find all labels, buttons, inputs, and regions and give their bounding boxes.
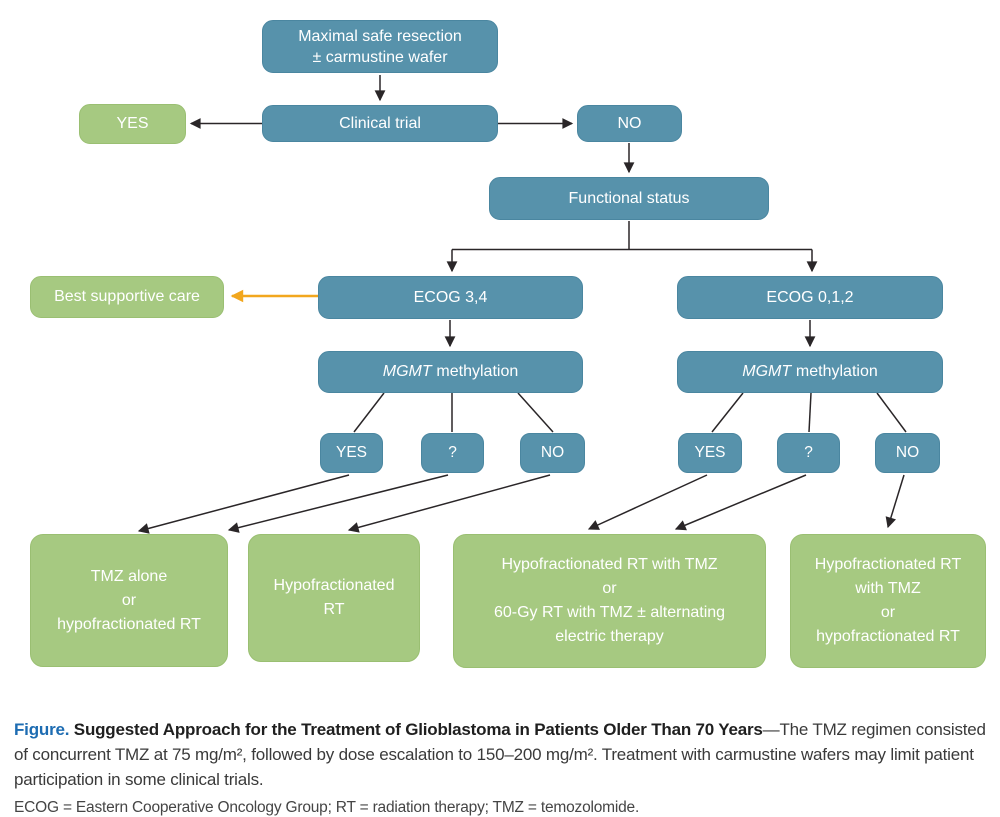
node-outcome-hypofractionated-rt-with-tmz-or-hypofractionated-rt: Hypofractionated RT with TMZ or hypofrac… <box>790 534 986 668</box>
arrow-right-yes-to-hypo-tmz <box>587 474 708 530</box>
node-label: TMZ alone or hypofractionated RT <box>57 567 201 633</box>
node-label: Hypofractionated RT <box>273 577 395 618</box>
node-mgmt-left-no: NO <box>520 433 585 473</box>
node-label: Best supportive care <box>54 288 200 305</box>
arrow-left-no-to-hypo-rt <box>347 474 551 533</box>
arrow-right-no-to-hypo-tmz-or-hypo <box>885 474 905 529</box>
node-functional-status: Functional status <box>489 177 769 220</box>
node-mgmt-right-no: NO <box>875 433 940 473</box>
node-clinical-trial-yes: YES <box>79 104 186 144</box>
node-label: YES <box>335 444 367 461</box>
node-mgmt-left-yes: YES <box>320 433 383 473</box>
node-label: Hypofractionated RT with TMZ or hypofrac… <box>814 556 962 645</box>
arrow-left-unknown-to-tmz-alone <box>227 474 449 533</box>
node-mgmt-right-unknown: ? <box>777 433 840 473</box>
node-outcome-tmz-alone-or-hypofractionated-rt: TMZ alone or hypofractionated RT <box>30 534 228 667</box>
gene-name: MGMT <box>382 363 432 380</box>
node-label: Maximal safe resection ± carmustine wafe… <box>298 27 462 66</box>
node-ecog-0-1-2: ECOG 0,1,2 <box>677 276 943 319</box>
figure-caption-body: —The TMZ regimen consisted of concurrent… <box>14 720 986 789</box>
node-label: methylation <box>436 363 519 380</box>
connector-mgmt-left-branches <box>353 392 554 433</box>
figure-caption-title: Suggested Approach for the Treatment of … <box>69 720 763 739</box>
node-mgmt-right-yes: YES <box>678 433 742 473</box>
node-label: NO <box>617 114 642 132</box>
figure-caption: Figure. Suggested Approach for the Treat… <box>14 717 986 792</box>
node-label: NO <box>540 444 565 461</box>
node-clinical-trial: Clinical trial <box>262 105 498 142</box>
node-outcome-hypofractionated-rt: Hypofractionated RT <box>248 534 420 662</box>
node-mgmt-left-unknown: ? <box>421 433 484 473</box>
gene-name: MGMT <box>742 363 792 380</box>
node-best-supportive-care: Best supportive care <box>30 276 224 318</box>
node-label: YES <box>694 444 726 461</box>
connector-functional-status-split <box>446 221 818 273</box>
node-maximal-safe-resection: Maximal safe resection ± carmustine wafe… <box>262 20 498 73</box>
arrow-left-yes-to-tmz-alone <box>137 474 350 534</box>
node-label: ? <box>804 444 813 461</box>
figure-footnote: ECOG = Eastern Cooperative Oncology Grou… <box>14 798 640 816</box>
node-label: NO <box>895 444 920 461</box>
node-label: ? <box>448 444 457 461</box>
node-ecog-3-4: ECOG 3,4 <box>318 276 583 319</box>
node-label: Hypofractionated RT with TMZ or 60-Gy RT… <box>493 556 726 645</box>
node-label: Clinical trial <box>339 114 421 132</box>
node-label: ECOG 3,4 <box>413 288 488 306</box>
node-label: methylation <box>795 363 878 380</box>
arrow-right-unknown-to-hypo-tmz <box>674 474 807 531</box>
node-clinical-trial-no: NO <box>577 105 682 142</box>
node-label: YES <box>116 115 149 132</box>
connector-mgmt-right-branches <box>711 392 907 433</box>
node-label: Functional status <box>568 189 690 207</box>
figure-caption-label: Figure. <box>14 720 70 739</box>
node-label: ECOG 0,1,2 <box>766 288 854 306</box>
node-outcome-hypofractionated-rt-with-tmz-or-60gy: Hypofractionated RT with TMZ or 60-Gy RT… <box>453 534 766 668</box>
